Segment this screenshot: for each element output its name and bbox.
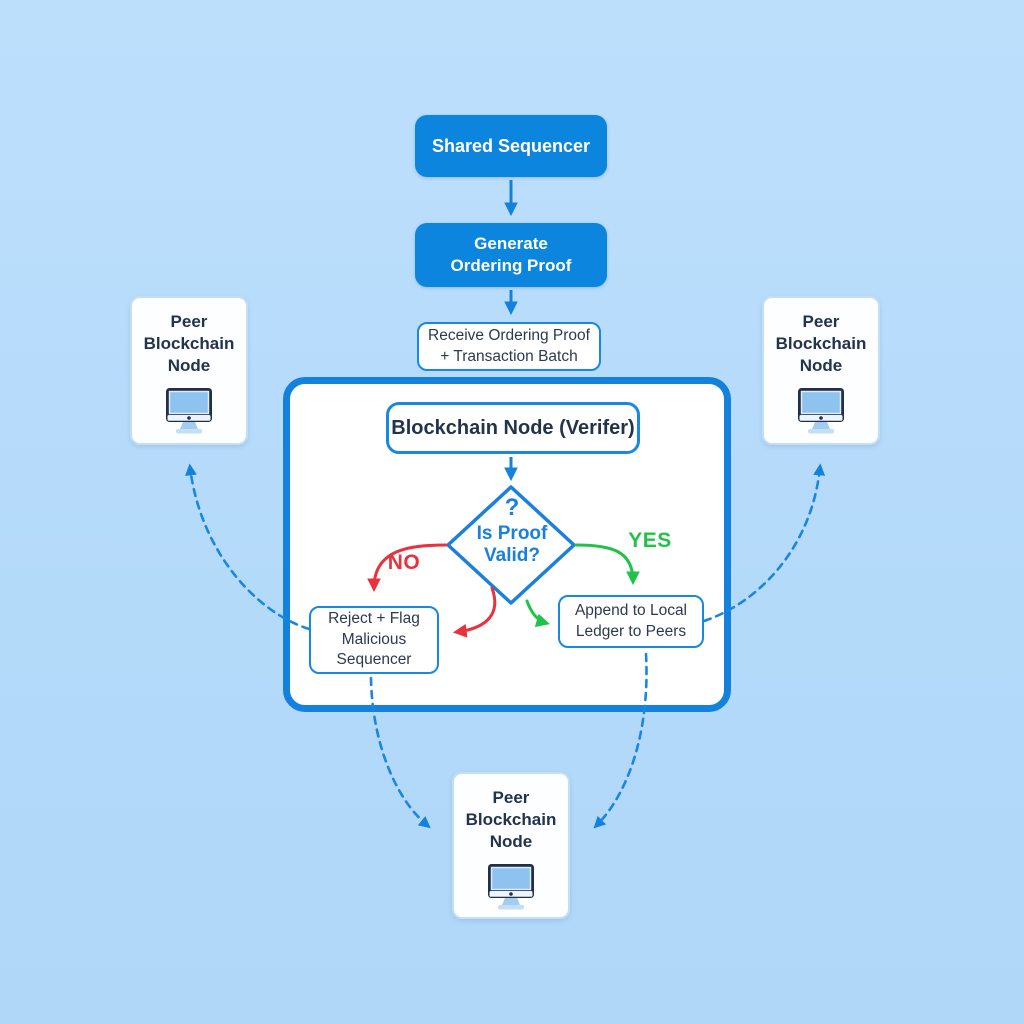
reject-line3: Sequencer [336, 651, 412, 669]
shared-sequencer-box: Shared Sequencer [415, 115, 607, 177]
monitor-icon [798, 388, 844, 434]
receive-ordering-proof-box: Receive Ordering Proof + Transaction Bat… [417, 322, 601, 371]
peer-node-card-bottom: Peer Blockchain Node [452, 772, 570, 919]
blockchain-node-verifier-box: Blockchain Node (Verifer) [386, 402, 640, 454]
decision-line2: Valid? [484, 545, 540, 567]
peer-title: Peer Blockchain Node [143, 312, 235, 376]
reject-line1: Reject + Flag [328, 609, 420, 627]
generate-label-line2: Ordering Proof [450, 256, 572, 275]
verifier-label: Blockchain Node (Verifer) [391, 416, 635, 439]
peer-node-card-left: Peer Blockchain Node [130, 296, 248, 445]
reject-flag-box: Reject + Flag Malicious Sequencer [309, 606, 439, 674]
receive-label-line2: + Transaction Batch [440, 347, 578, 365]
append-line2: Ledger to Peers [575, 622, 687, 640]
no-edge-label: NO [387, 551, 421, 574]
decision-text: ? Is Proof Valid? [451, 496, 573, 568]
append-ledger-box: Append to Local Ledger to Peers [558, 595, 704, 648]
peer-title: Peer Blockchain Node [465, 788, 557, 852]
decision-line1: Is Proof [476, 523, 548, 544]
receive-label-line1: Receive Ordering Proof [428, 327, 590, 345]
yes-edge-label: YES [628, 529, 672, 552]
monitor-icon [488, 864, 534, 910]
question-mark-icon: ? [504, 494, 520, 521]
monitor-icon [166, 388, 212, 434]
reject-line2: Malicious [341, 630, 407, 648]
append-line1: Append to Local [574, 601, 688, 619]
peer-title: Peer Blockchain Node [775, 312, 867, 376]
peer-node-card-right: Peer Blockchain Node [762, 296, 880, 445]
generate-ordering-proof-box: Generate Ordering Proof [415, 223, 607, 287]
shared-sequencer-label: Shared Sequencer [431, 135, 591, 156]
generate-label-line1: Generate [474, 233, 548, 253]
